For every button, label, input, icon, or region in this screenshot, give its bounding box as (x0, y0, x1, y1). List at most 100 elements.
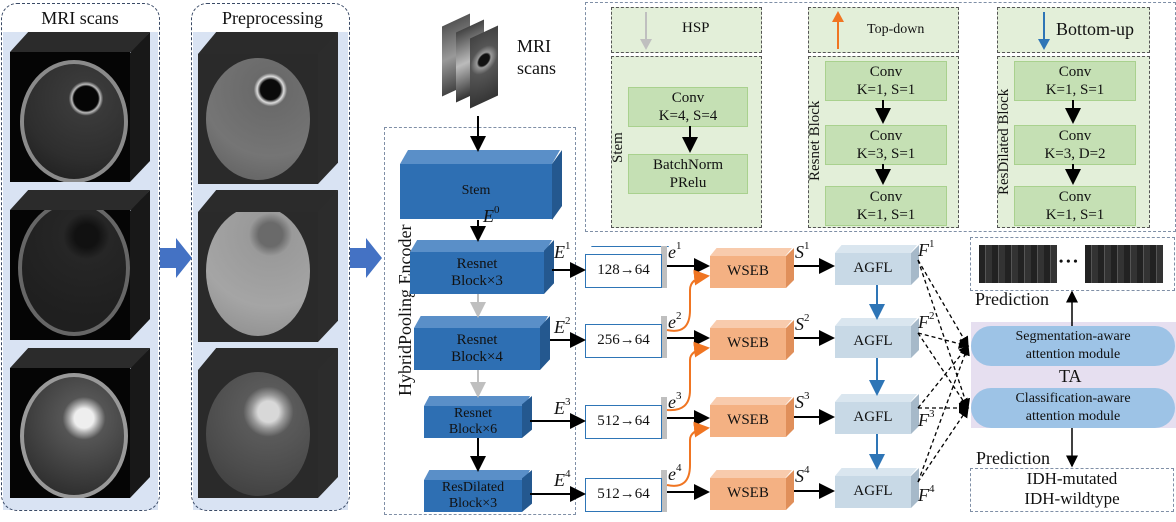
input-label-line1: MRI (517, 36, 552, 56)
resdilated-conv-1-line1: Conv (1058, 64, 1092, 80)
legend-bottom-up: Bottom-up (997, 7, 1150, 53)
reducer-to-wseb-arrows (667, 258, 710, 500)
hsp-arrow-icon (640, 12, 652, 50)
flow-arrow-icon (160, 238, 192, 278)
resnet-conv-2-line1: Conv (869, 128, 903, 144)
stem-bn-box: BatchNorm PRelu (628, 154, 748, 194)
stem-label: Stem (400, 164, 552, 219)
wseb-3-label: WSEB (710, 405, 786, 437)
ellipsis: • • • (1059, 254, 1078, 268)
resnet-conv-1-line1: Conv (869, 64, 903, 80)
cls-module-line1: Classification-aware (1015, 391, 1131, 406)
stem-conv-line1: Conv (671, 90, 705, 106)
seg-module-line2: attention module (1025, 347, 1121, 362)
seg-prediction-slices-left (979, 245, 1057, 283)
resnet-conv-2-line2: K=3, S=1 (856, 146, 916, 162)
agfl-2-label: AGFL (835, 326, 911, 358)
wseb-2-label: WSEB (710, 328, 786, 360)
brain-image (206, 58, 310, 180)
legend-top-down: Top-down (808, 7, 959, 53)
wseb-to-agfl-arrows (794, 258, 835, 499)
stem-bn-line2: PRelu (669, 175, 707, 191)
E2-label: E2 (554, 315, 571, 337)
top-down-arrows (666, 269, 710, 487)
input-label: MRI scans (517, 35, 556, 79)
stem-conv-line2: K=4, S=4 (658, 108, 718, 124)
S3-label: S3 (795, 390, 810, 412)
cls-module-line2: attention module (1025, 409, 1121, 424)
bottom-up-arrow-icon (1038, 12, 1050, 50)
F2-label: F2 (918, 310, 935, 332)
S2-label: S2 (795, 312, 810, 334)
F1-label: F1 (918, 238, 935, 260)
stem-bn-line1: BatchNorm (653, 157, 723, 173)
encoder-block-4-line2: Block×3 (448, 496, 498, 511)
brain-image (20, 60, 128, 182)
encoder-container (384, 127, 576, 515)
F3-label: F3 (918, 408, 935, 430)
encoder-block-1-line2: Block×3 (451, 273, 503, 289)
resdilated-conv-2-line1: Conv (1058, 128, 1092, 144)
cls-attention-module: Classification-aware attention module (971, 388, 1175, 428)
encoder-block-1-line1: Resnet (456, 255, 498, 272)
brain-image (18, 210, 130, 336)
agfl-3-label: AGFL (835, 402, 911, 434)
input-label-line2: scans (517, 58, 556, 78)
mri-scans-title: MRI scans (20, 8, 140, 29)
resdilated-conv-2-line2: K=3, D=2 (1044, 146, 1106, 162)
reducer-1-label: 128→64 (585, 254, 662, 288)
seg-prediction-slices-right (1085, 245, 1163, 283)
legend-internal-arrows (682, 100, 1081, 185)
resdilated-conv-3-line2: K=1, S=1 (1045, 207, 1105, 223)
seg-module-line1: Segmentation-aware (1015, 329, 1131, 344)
encoder-block-3-line1: Resnet (453, 405, 493, 421)
cls-prediction-label: Prediction (976, 448, 1050, 468)
preprocessing-title: Preprocessing (210, 8, 335, 29)
encoder-arrows (470, 116, 586, 502)
agfl-1-label: AGFL (835, 253, 911, 285)
reducer-3-label: 512→64 (585, 405, 662, 439)
brain-image (206, 372, 310, 496)
flow-arrow-icon (350, 238, 382, 278)
E3-label: E3 (554, 396, 571, 418)
F4-label: F4 (918, 483, 935, 505)
class-idh-mutated: IDH-mutated (1026, 469, 1118, 488)
encoder-block-2-line1: Resnet (456, 331, 498, 348)
bottom-up-label: Bottom-up (1056, 19, 1135, 39)
E4-label: E4 (554, 468, 571, 490)
hsp-label: HSP (682, 20, 710, 36)
class-idh-wildtype: IDH-wildtype (1024, 489, 1120, 508)
wseb-1-label: WSEB (710, 256, 786, 288)
e3-label: e3 (668, 390, 682, 412)
top-down-arrow-icon (832, 11, 844, 49)
mri-scans-panel (1, 3, 160, 511)
e4-label: e4 (668, 462, 682, 484)
seg-attention-module: Segmentation-aware attention module (971, 326, 1175, 366)
stem-conv-box: Conv K=4, S=4 (628, 87, 748, 127)
resnet-conv-1-line2: K=1, S=1 (856, 82, 916, 98)
cls-prediction-box: IDH-mutated IDH-wildtype (970, 468, 1174, 512)
reducer-4-label: 512→64 (585, 478, 662, 512)
legend-hsp: HSP (611, 7, 762, 53)
resnet-conv-3-line1: Conv (869, 189, 903, 205)
S4-label: S4 (795, 464, 810, 486)
ta-label: TA (1059, 366, 1082, 386)
top-down-label: Top-down (867, 22, 925, 37)
wseb-4-label: WSEB (710, 478, 786, 510)
encoder-block-4-line1: ResDilated (441, 479, 505, 495)
e2-label: e2 (668, 310, 682, 332)
agfl-4-label: AGFL (835, 476, 911, 508)
legend-stem: Conv K=4, S=4 BatchNorm PRelu Stem (610, 56, 762, 228)
E1-label: E1 (554, 240, 571, 262)
brain-image (20, 373, 128, 498)
resnet-conv-3-line2: K=1, S=1 (856, 207, 916, 223)
e0-label: E0 (483, 204, 500, 226)
encoder-block-2-line2: Block×4 (451, 349, 503, 365)
